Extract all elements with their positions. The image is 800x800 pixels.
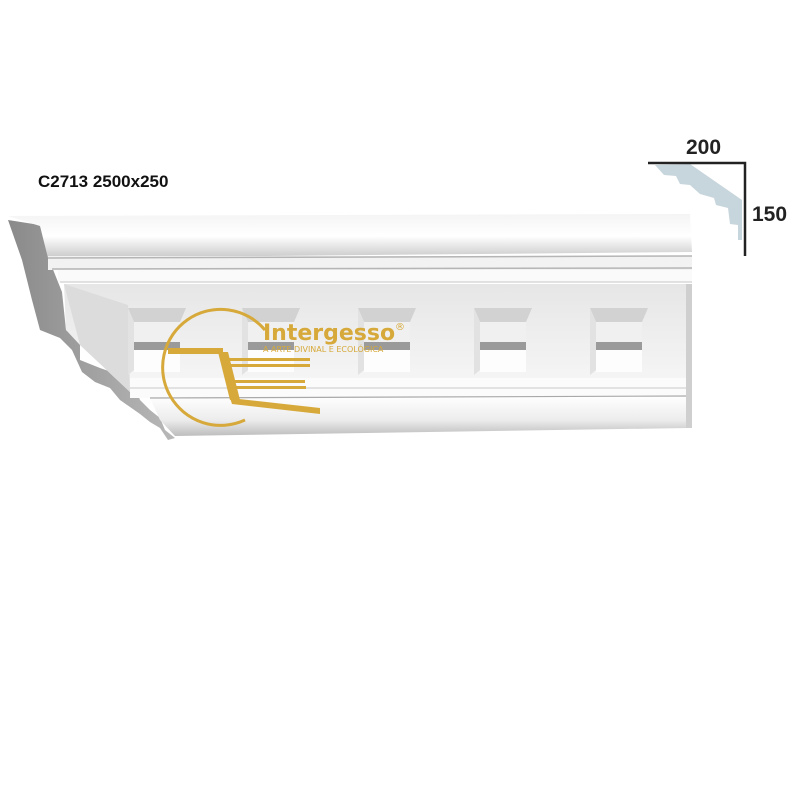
logo-name: Intergesso	[263, 321, 395, 346]
dentil-row	[128, 308, 648, 375]
logo-tagline: A ARTE DIVINAL E ECOLÓGICA	[263, 343, 384, 354]
moulding-bottom-band	[150, 396, 692, 436]
dimension-width: 200	[686, 136, 722, 159]
moulding-top-band	[8, 214, 692, 258]
intergesso-logo: Intergesso ® A ARTE DIVINAL E ECOLÓGICA	[161, 307, 405, 427]
profile-diagram	[648, 161, 747, 256]
dimension-height: 150	[752, 203, 788, 226]
logo-registered-mark: ®	[395, 322, 405, 333]
product-code: C2713 2500x250	[38, 172, 169, 191]
